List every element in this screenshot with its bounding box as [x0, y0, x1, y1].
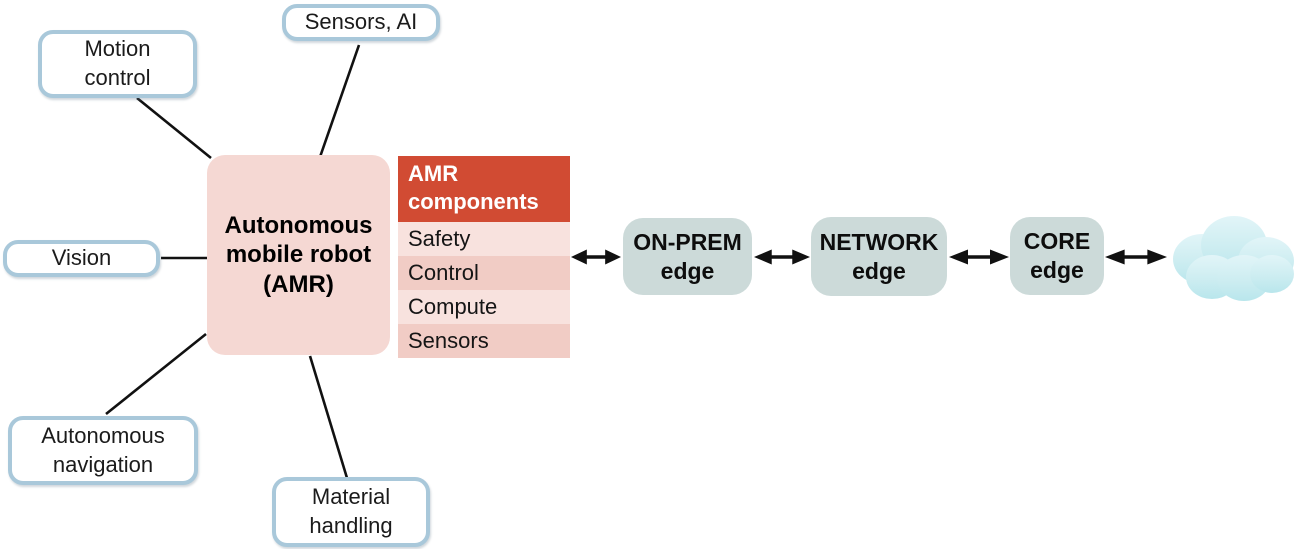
connector-motion-control	[136, 96, 212, 160]
table-row-compute: Compute	[398, 290, 570, 324]
node-vision: Vision	[3, 240, 160, 277]
amr-components-table: AMR components Safety Control Compute Se…	[398, 156, 570, 358]
node-sensors-ai: Sensors, AI	[282, 4, 440, 41]
cloud-icon	[1168, 211, 1299, 305]
connector-material-handling	[308, 355, 349, 479]
node-material-handling: Material handling	[272, 477, 430, 547]
double-arrow-icon	[949, 249, 1009, 265]
double-arrow-icon	[1105, 249, 1167, 265]
double-arrow-icon	[754, 249, 810, 265]
node-autonomous-navigation: Autonomous navigation	[8, 416, 198, 485]
connector-sensors-ai	[318, 44, 361, 158]
node-motion-control: Motion control	[38, 30, 197, 98]
connector-autonomous-navigation	[105, 332, 207, 416]
amr-components-header: AMR components	[398, 156, 570, 222]
node-core-edge: CORE edge	[1010, 217, 1104, 295]
double-arrow-icon	[571, 249, 621, 265]
node-network-edge: NETWORK edge	[811, 217, 947, 296]
hub-amr-box: Autonomous mobile robot (AMR)	[207, 155, 390, 355]
table-row-safety: Safety	[398, 222, 570, 256]
table-row-control: Control	[398, 256, 570, 290]
table-row-sensors: Sensors	[398, 324, 570, 358]
node-on-prem-edge: ON-PREM edge	[623, 218, 752, 295]
